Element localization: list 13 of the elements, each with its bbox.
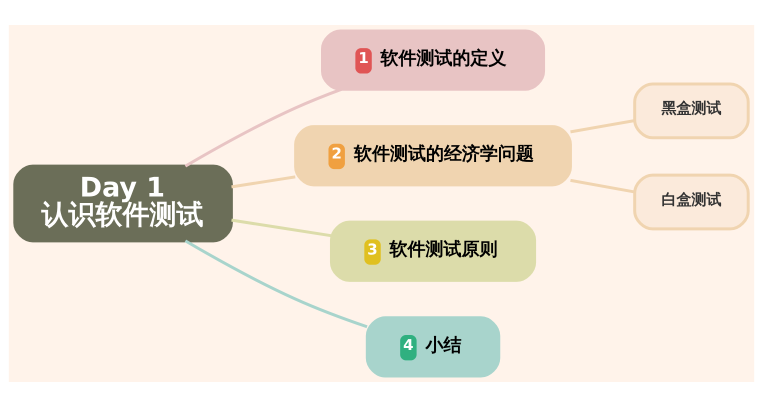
node-box: 1 软件测试的定义 xyxy=(321,29,546,91)
connector xyxy=(184,240,368,328)
node-box: 3 软件测试原则 xyxy=(330,220,536,282)
connector xyxy=(184,88,342,168)
connector xyxy=(231,175,296,188)
connector xyxy=(231,218,332,238)
node-box: 黑盒测试 xyxy=(633,82,750,140)
node-box: 2 软件测试的经济学问题 xyxy=(294,125,572,186)
node-box: Day 1 认识软件测试 xyxy=(13,164,233,242)
connector xyxy=(570,178,635,194)
node-box: 白盒测试 xyxy=(633,174,750,230)
node-box: 4 小结 xyxy=(366,316,500,378)
connector xyxy=(570,119,635,134)
